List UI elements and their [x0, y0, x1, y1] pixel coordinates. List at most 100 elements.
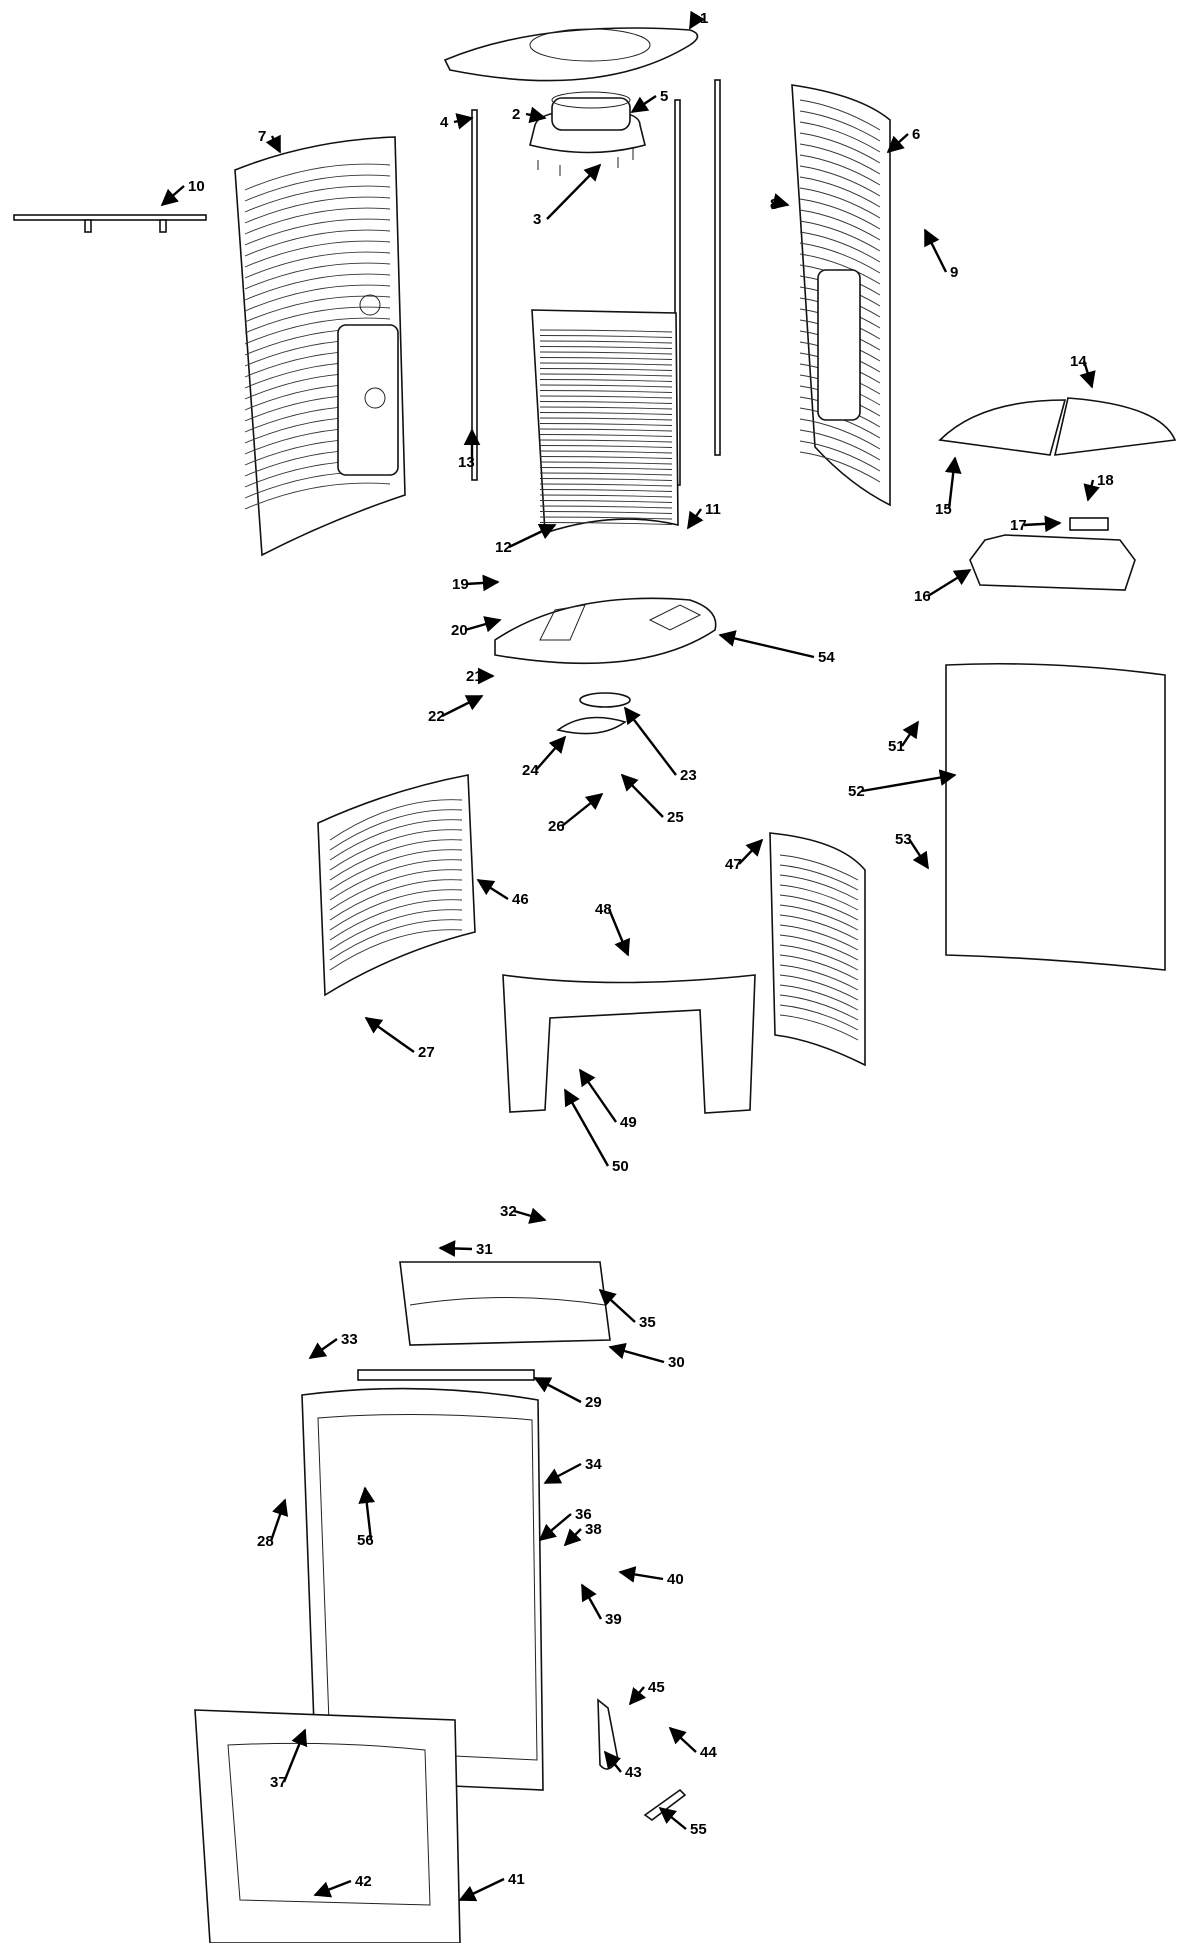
callout-label: 21: [466, 668, 483, 685]
callout-label: 49: [620, 1114, 637, 1131]
panel-rib-line: [539, 461, 673, 465]
panel-rib-line: [539, 351, 673, 355]
callout-label: 25: [667, 809, 684, 826]
callout-arrow: [546, 163, 602, 220]
callout-arrow: [923, 228, 948, 273]
panel-rib-line: [329, 909, 463, 951]
panel-rib-line: [329, 869, 463, 911]
panel-rib-line: [779, 854, 859, 881]
left-side-panel-part: [234, 136, 406, 557]
glass-panel-part: [945, 662, 1166, 971]
left-lower-panel-part: [317, 774, 476, 997]
panel-rib-line: [779, 954, 859, 981]
panel-rib-line: [779, 914, 859, 941]
panel-rib-line: [799, 110, 881, 142]
panel-rib-line: [779, 864, 859, 891]
callout-label: 24: [522, 762, 539, 779]
panel-rib-line: [539, 434, 673, 437]
panel-rib-line: [779, 964, 859, 991]
panel-rib-line: [329, 899, 463, 941]
callout-label: 22: [428, 708, 445, 725]
callout-arrow: [508, 523, 557, 549]
callout-arrow: [1083, 479, 1100, 502]
panel-rib-line: [539, 505, 673, 509]
panel-rib-line: [244, 218, 391, 246]
callout-arrow: [465, 574, 500, 592]
panel-rib-line: [329, 809, 463, 851]
top-cover-part: [443, 27, 699, 82]
callout-arrow: [886, 133, 909, 154]
panel-rib-line: [799, 176, 881, 208]
bar-29-part: [357, 1369, 535, 1381]
panel-rib-line: [244, 185, 391, 213]
callout-arrow: [561, 792, 604, 827]
panel-rib-line: [539, 445, 673, 448]
panel-rib-line: [539, 439, 673, 443]
callout-label: 53: [895, 831, 912, 848]
callout-arrow: [513, 1207, 547, 1224]
callout-label: 51: [888, 738, 905, 755]
panel-rib-line: [244, 196, 391, 224]
callout-arrow: [441, 694, 484, 718]
panel-rib-line: [244, 273, 391, 301]
panel-rib-line: [539, 368, 673, 371]
callout-label: 47: [725, 856, 742, 873]
panel-rib-line: [799, 121, 881, 153]
callout-label: 20: [451, 622, 468, 639]
callout-arrow: [464, 616, 502, 633]
panel-rib-line: [539, 412, 673, 415]
panel-rib-line: [539, 346, 673, 349]
callout-label: 10: [188, 178, 205, 195]
callout-arrow: [282, 1728, 308, 1783]
callout-layer: 1234567891011121314151617181920212223242…: [160, 10, 1114, 1902]
panel-rib-line: [779, 944, 859, 971]
callout-label: 46: [512, 891, 529, 908]
panel-rib-line: [539, 340, 673, 344]
panel-rib-line: [539, 511, 673, 514]
callout-label: 26: [548, 818, 565, 835]
panel-rib-line: [539, 478, 673, 481]
panel-rib-line: [779, 984, 859, 1011]
callout-label: 2: [512, 106, 520, 123]
callout-label: 9: [950, 264, 958, 281]
panel-rib-line: [539, 373, 673, 377]
callout-label: 5: [660, 88, 668, 105]
callout-label: 8: [770, 196, 778, 213]
panel-rib-line: [244, 174, 391, 202]
right-lower-panel-part: [769, 832, 866, 1067]
callout-label: 43: [625, 1764, 642, 1781]
callout-label: 15: [935, 501, 952, 518]
callout-arrow: [620, 773, 664, 818]
callout-arrow: [160, 185, 185, 207]
callout-label: 52: [848, 783, 865, 800]
callout-arrow: [658, 1806, 687, 1830]
panel-rib-line: [539, 500, 673, 503]
callout-arrow: [269, 1498, 289, 1542]
callout-label: 4: [440, 114, 449, 131]
panel-rib-line: [329, 849, 463, 891]
callout-arrow: [687, 508, 704, 530]
callout-arrow: [944, 456, 962, 510]
callout-label: 35: [639, 1314, 656, 1331]
panel-rib-line: [329, 919, 463, 961]
panel-rib-line: [539, 417, 673, 421]
panel-rib-line: [779, 894, 859, 921]
callout-arrow: [688, 10, 705, 30]
panel-rib-line: [539, 456, 673, 459]
callout-arrow: [265, 134, 282, 154]
panel-rib-line: [329, 829, 463, 871]
back-panel-part: [531, 309, 679, 535]
callout-label: 56: [357, 1532, 374, 1549]
callout-arrow: [901, 720, 919, 747]
panel-rib-line: [779, 884, 859, 911]
callout-arrow: [628, 1686, 647, 1706]
callout-label: 11: [705, 501, 721, 518]
panel-rib-line: [244, 482, 391, 510]
callout-label: 3: [533, 211, 541, 228]
panel-rib-line: [779, 874, 859, 901]
deflector-part: [399, 1261, 611, 1346]
callout-label: 16: [914, 588, 931, 605]
panel-rib-line: [779, 904, 859, 931]
panel-rib-line: [799, 242, 881, 274]
